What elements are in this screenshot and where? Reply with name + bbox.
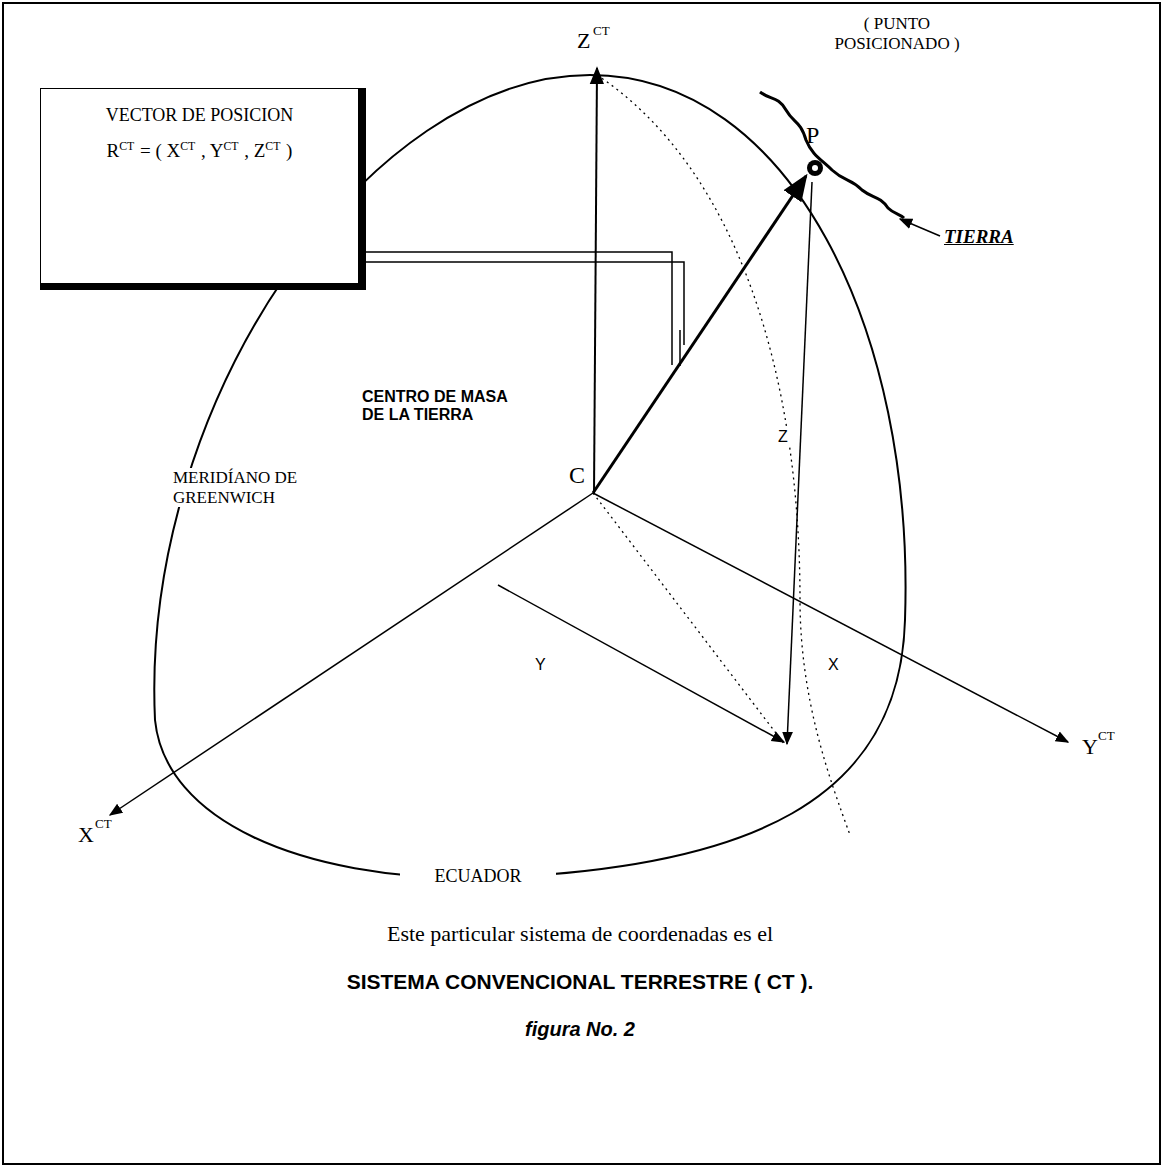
formula-piece: ) xyxy=(286,140,292,161)
axis-superscript: CT xyxy=(1098,729,1115,744)
formula-piece: = ( X xyxy=(140,140,180,161)
formula-line: RCT= ( XCT, YCT, ZCT) xyxy=(51,140,348,162)
vector-leader xyxy=(365,252,672,365)
formula-piece: R xyxy=(107,140,120,161)
point-note: ( PUNTO POSICIONADO ) xyxy=(832,14,962,53)
equator-label: ECUADOR xyxy=(400,866,556,887)
superscript: CT xyxy=(224,140,239,153)
dimension-label: Y xyxy=(535,656,546,674)
position-vector xyxy=(593,176,806,493)
tierra-leader xyxy=(900,219,940,236)
point-p xyxy=(807,160,823,176)
superscript: CT xyxy=(119,140,134,153)
point-label: P xyxy=(806,122,819,150)
earth-surface xyxy=(760,92,904,218)
axis-superscript: CT xyxy=(593,24,610,39)
caption-title: SISTEMA CONVENCIONAL TERRESTRE ( CT ). xyxy=(130,970,1030,994)
axis-label: Y xyxy=(1082,734,1098,759)
y-axis xyxy=(593,493,1068,742)
center-point-label: C xyxy=(569,462,585,490)
point-p-core xyxy=(812,165,818,171)
meridian-dotted xyxy=(597,75,850,835)
axis-label: X xyxy=(78,822,94,847)
z-axis xyxy=(594,68,597,493)
vector-leader-tick xyxy=(679,330,681,366)
y-component xyxy=(498,585,784,742)
dimension-label: Z xyxy=(775,428,791,446)
figure-caption: figura No. 2 xyxy=(380,1018,780,1041)
formula-piece: , Y xyxy=(201,140,224,161)
meridian-label: MERIDÍANO DE GREENWICH xyxy=(170,468,308,507)
formula-piece: , Z xyxy=(244,140,265,161)
vector-leader xyxy=(365,262,684,345)
caption-text: Este particular sistema de coordenadas e… xyxy=(180,921,980,946)
z-component xyxy=(787,182,812,744)
projection-dotted xyxy=(593,493,785,745)
superscript: CT xyxy=(180,140,195,153)
callout-box: VECTOR DE POSICIONRCT= ( XCT, YCT, ZCT) xyxy=(40,88,366,290)
x-axis xyxy=(110,493,593,815)
earth-label: TIERRA xyxy=(944,226,1014,248)
axis-label: Z xyxy=(577,28,590,53)
superscript: CT xyxy=(265,140,280,153)
center-label: CENTRO DE MASA DE LA TIERRA xyxy=(362,388,514,425)
box-heading: VECTOR DE POSICION xyxy=(51,105,348,126)
axis-superscript: CT xyxy=(95,817,112,832)
dimension-label: X xyxy=(828,656,839,674)
